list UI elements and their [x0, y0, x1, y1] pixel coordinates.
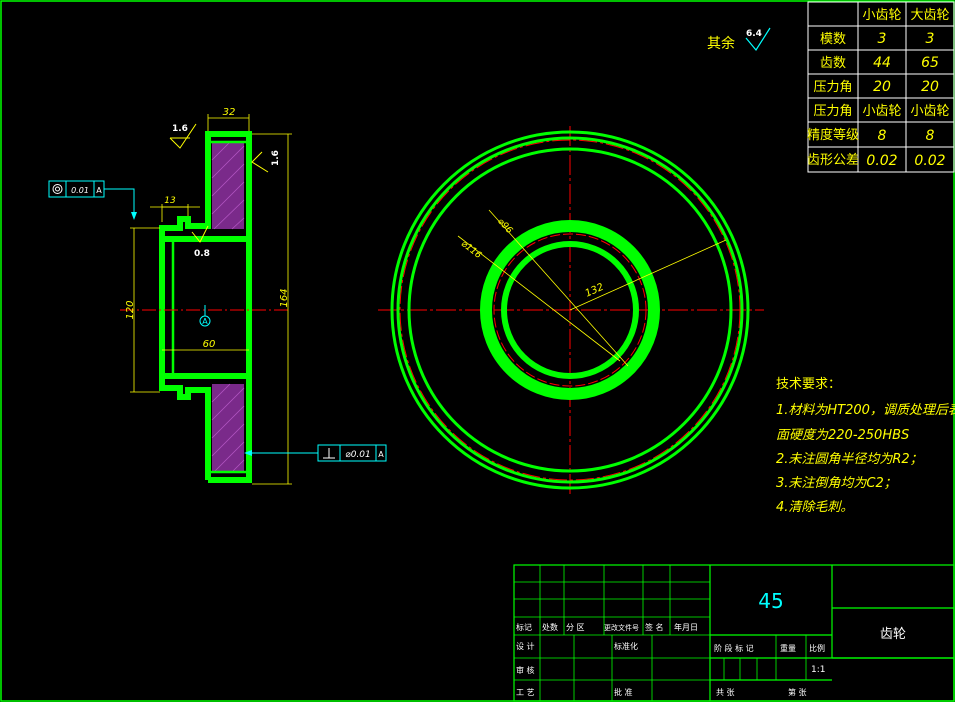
tech-req-line: 2.未注圆角半径均为R2；: [776, 452, 923, 467]
svg-text:1:1: 1:1: [811, 665, 825, 675]
table-cell: 3: [878, 31, 887, 47]
front-view: ⌀96 ⌀116 132: [378, 126, 764, 494]
svg-text:年月日: 年月日: [674, 622, 698, 632]
table-cell: 0.02: [866, 153, 897, 169]
table-row-label: 齿数: [820, 56, 846, 71]
perpendicularity-icon: [323, 448, 335, 459]
gear-parameter-table: [807, 1, 955, 173]
remaining-roughness-note: 其余 6.4: [707, 27, 771, 52]
tech-req-line: 4.清除毛刺。: [776, 499, 853, 515]
svg-text:更改文件号: 更改文件号: [604, 623, 639, 632]
svg-text:A: A: [96, 186, 102, 195]
svg-text:阶 段 标 记: 阶 段 标 记: [714, 643, 754, 653]
svg-text:重量: 重量: [780, 643, 796, 653]
svg-text:比例: 比例: [809, 643, 825, 653]
svg-text:其余: 其余: [707, 35, 735, 52]
svg-text:分 区: 分 区: [566, 623, 585, 632]
section-view: A 32 1.6 1.6 0.8 13: [48, 107, 387, 485]
svg-text:审 核: 审 核: [516, 665, 535, 675]
dim-hub-step: 13: [164, 196, 176, 206]
svg-text:共 张: 共 张: [716, 688, 735, 697]
table-cell: 小齿轮: [862, 104, 901, 119]
concentricity-icon: [52, 184, 63, 194]
table-cell: 65: [921, 55, 939, 71]
table-cell: 8: [926, 128, 935, 144]
svg-text:工 艺: 工 艺: [516, 688, 535, 697]
tech-req-title: 技术要求：: [776, 377, 841, 392]
svg-text:签 名: 签 名: [645, 622, 664, 632]
table-cell: 小齿轮: [910, 104, 949, 119]
table-row-label: 压力角: [813, 104, 852, 119]
technical-requirements: 技术要求： 1.材料为HT200，调质处理后表 面硬度为220-250HBS 2…: [776, 377, 955, 515]
title-part-name: 齿轮: [880, 627, 906, 642]
table-row-label: 精度等级: [807, 127, 859, 143]
table-row-label: 压力角: [813, 80, 852, 95]
table-row-label: 模数: [820, 32, 846, 47]
perpendicularity-tolerance-frame: ⌀0.01 A: [244, 444, 387, 462]
hatch-upper: [212, 142, 244, 229]
table-cell: 3: [926, 31, 935, 47]
dim-hub-len: 60: [203, 339, 216, 350]
title-block: 标记 处数 分 区 更改文件号 签 名 年月日 设 计 标准化 阶 段 标 记 …: [513, 564, 955, 702]
roughness-side-icon: [251, 151, 269, 173]
roughness-top-icon: [169, 123, 197, 149]
dim-d96: ⌀96: [495, 217, 514, 236]
svg-text:设 计: 设 计: [516, 641, 535, 651]
dim-d116: ⌀116: [459, 239, 483, 261]
svg-text:标记: 标记: [516, 622, 532, 632]
roughness-bore-icon: [191, 225, 209, 243]
svg-text:A: A: [378, 450, 384, 459]
roughness-side-value: 1.6: [271, 150, 281, 166]
svg-text:6.4: 6.4: [746, 29, 762, 39]
tech-req-line: 面硬度为220-250HBS: [776, 428, 909, 443]
table-header-large: 大齿轮: [910, 8, 949, 23]
datum-label: A: [202, 317, 208, 326]
svg-text:处数: 处数: [542, 622, 558, 632]
dim-outer-dia: 164: [279, 288, 290, 307]
table-header-small: 小齿轮: [862, 8, 901, 23]
svg-text:标准化: 标准化: [614, 641, 638, 651]
svg-text:批 准: 批 准: [614, 687, 633, 697]
svg-text:0.01: 0.01: [71, 186, 89, 195]
tech-req-line: 3.未注倒角均为C2；: [776, 476, 897, 491]
svg-text:⌀0.01: ⌀0.01: [345, 450, 370, 460]
dim-r132: 132: [584, 282, 606, 300]
roughness-bore-value: 0.8: [194, 249, 210, 259]
roughness-symbol-icon: [745, 27, 771, 52]
table-cell: 20: [921, 79, 939, 95]
dim-bore-dia: 120: [125, 300, 136, 319]
svg-text:第 张: 第 张: [788, 687, 807, 697]
table-row-label: 齿形公差: [807, 153, 859, 168]
table-cell: 44: [873, 55, 891, 71]
table-cell: 8: [878, 128, 887, 144]
tech-req-line: 1.材料为HT200，调质处理后表: [776, 403, 955, 418]
table-cell: 0.02: [914, 153, 945, 169]
table-cell: 20: [873, 79, 891, 95]
hatch-lower: [212, 384, 244, 472]
title-material: 45: [758, 589, 783, 613]
roughness-top-value: 1.6: [172, 124, 188, 134]
dim-width-top: 32: [223, 107, 236, 118]
concentricity-tolerance-frame: 0.01 A: [48, 180, 137, 220]
